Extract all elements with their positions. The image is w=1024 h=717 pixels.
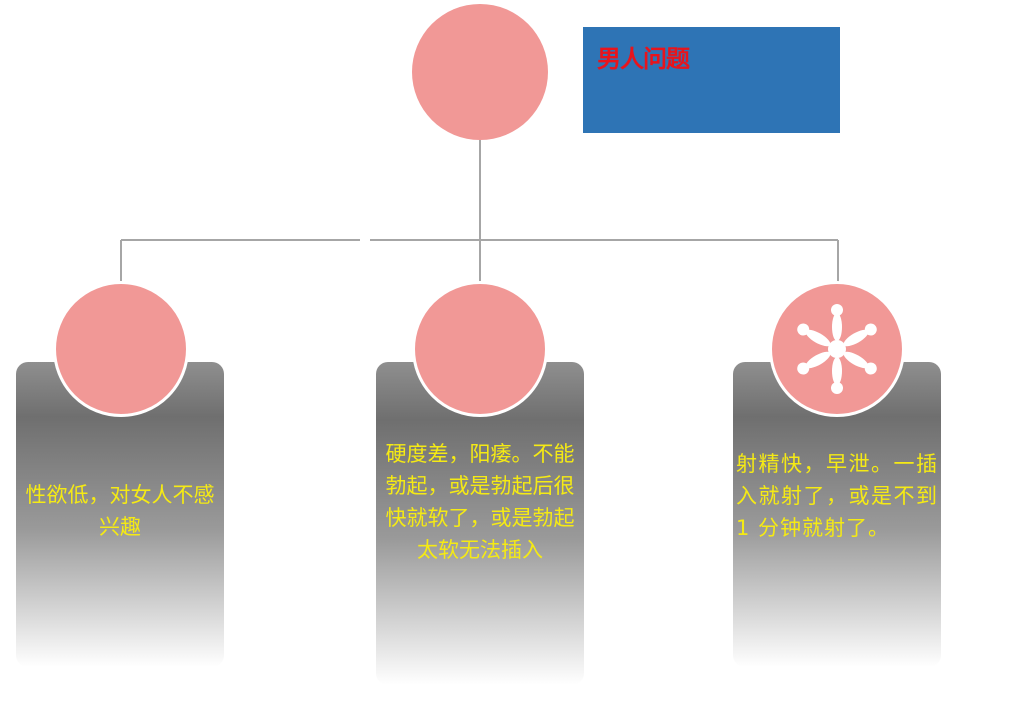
node-1-circle xyxy=(53,281,189,417)
node-3-text: 射精快，早泄。一插入就射了，或是不到 1 分钟就射了。 xyxy=(736,452,938,540)
node-1-text: 性欲低，对女人不感兴趣 xyxy=(25,483,215,539)
asterisk-petal xyxy=(797,323,831,347)
node-1-notch xyxy=(87,282,94,290)
node-2-text: 硬度差，阳痿。不能勃起，或是勃起后很快就软了，或是勃起太软无法插入 xyxy=(385,442,575,562)
node-3-card: 射精快，早泄。一插入就射了，或是不到 1 分钟就射了。 xyxy=(733,362,941,667)
title-box: 男人问题 xyxy=(583,27,840,133)
asterisk-petal xyxy=(843,351,877,375)
asterisk-icon xyxy=(797,304,877,394)
asterisk-petal xyxy=(831,304,843,341)
asterisk-petal xyxy=(831,357,843,394)
node-3-circle xyxy=(769,281,905,417)
root-node-circle xyxy=(412,4,548,140)
asterisk-petal xyxy=(797,351,831,375)
node-2-circle xyxy=(412,281,548,417)
node-1-card: 性欲低，对女人不感兴趣 xyxy=(16,362,224,667)
title-text: 男人问题 xyxy=(597,45,690,73)
asterisk-petal xyxy=(843,323,877,347)
